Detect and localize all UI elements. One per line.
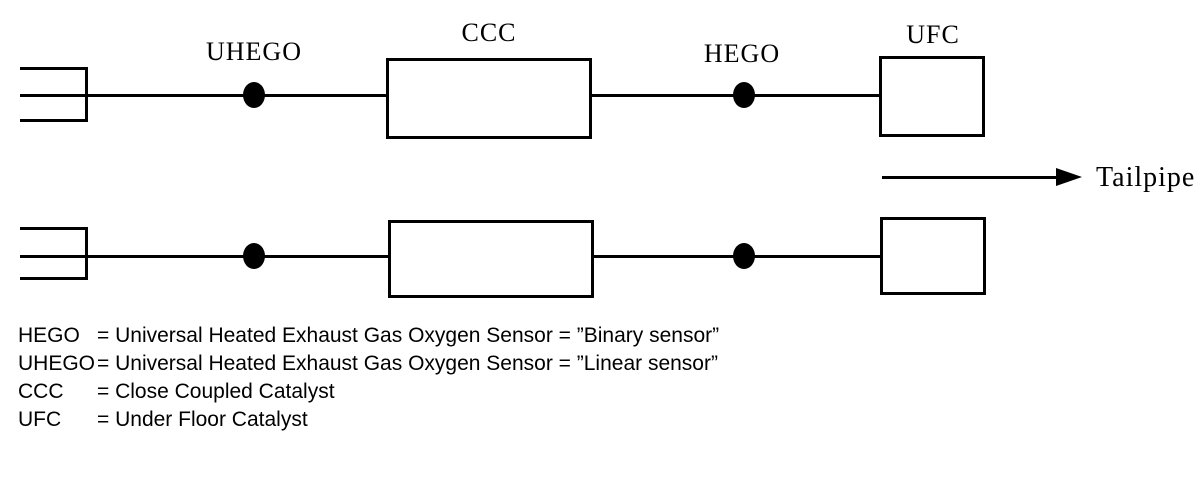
bank2-uhego-sensor-dot (243, 243, 265, 269)
hego-label: HEGO (703, 39, 781, 68)
legend: HEGO = Universal Heated Exhaust Gas Oxyg… (18, 322, 719, 434)
legend-row-ccc: CCC = Close Coupled Catalyst (18, 378, 719, 406)
bank2-hego-sensor-dot (733, 243, 755, 269)
bank1-ccc-box (386, 58, 592, 139)
bank1-ufc-box (879, 56, 985, 137)
legend-definition: = Under Floor Catalyst (97, 408, 308, 431)
bank2-manifold-flange (85, 227, 88, 280)
bank1-hego-sensor-dot (733, 82, 755, 108)
bank2-ccc-box (388, 220, 594, 298)
bank1-manifold-stub-bottom (20, 119, 88, 122)
ccc-label: CCC (461, 18, 517, 47)
bank2-ufc-box (880, 217, 986, 295)
legend-definition: = Universal Heated Exhaust Gas Oxygen Se… (97, 324, 720, 347)
bank1-uhego-sensor-dot (243, 82, 265, 108)
legend-term: HEGO (18, 324, 80, 347)
legend-term: CCC (18, 380, 64, 403)
legend-definition: = Close Coupled Catalyst (97, 380, 335, 403)
legend-row-ufc: UFC = Under Floor Catalyst (18, 406, 719, 434)
legend-row-uhego: UHEGO = Universal Heated Exhaust Gas Oxy… (18, 350, 719, 378)
tailpipe-arrow-line (882, 176, 1060, 179)
legend-term: UHEGO (18, 352, 96, 375)
bank2-manifold-stub-top (20, 227, 88, 230)
ufc-label: UFC (906, 20, 960, 49)
legend-term: UFC (18, 408, 62, 431)
bank1-manifold-stub-top (20, 67, 88, 70)
uhego-label: UHEGO (206, 37, 302, 66)
bank2-manifold-stub-bottom (20, 277, 88, 280)
tailpipe-label: Tailpipe (1096, 162, 1196, 193)
legend-definition: = Universal Heated Exhaust Gas Oxygen Se… (97, 352, 718, 375)
legend-row-hego: HEGO = Universal Heated Exhaust Gas Oxyg… (18, 322, 719, 350)
tailpipe-arrowhead-icon (1056, 168, 1082, 186)
